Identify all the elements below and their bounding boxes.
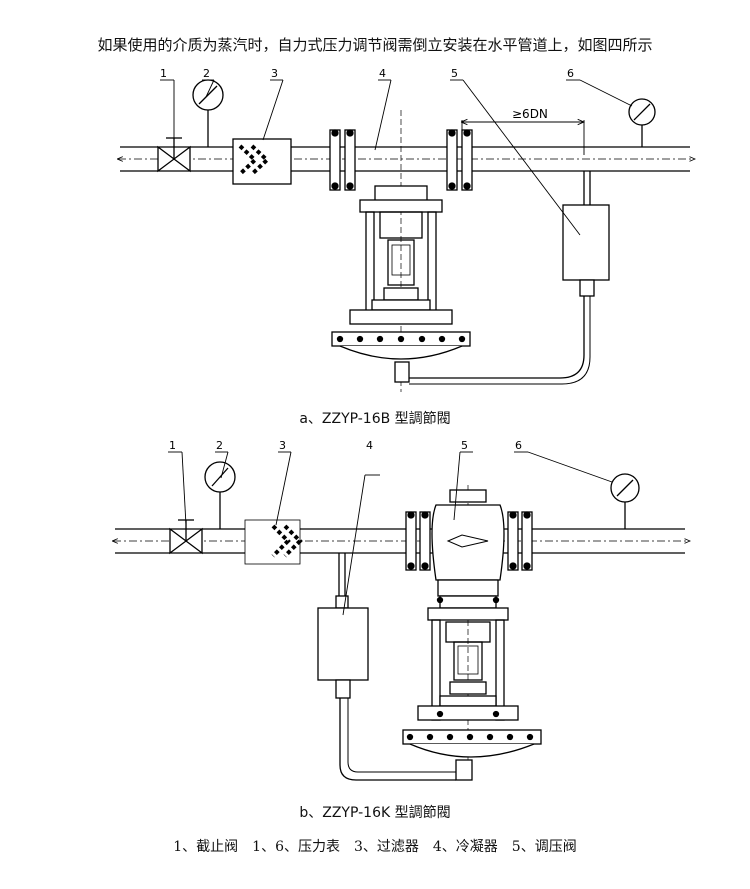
pipeline-a <box>118 146 695 172</box>
caption-a: a、ZZYP-16B 型調節閥 <box>299 411 451 427</box>
label-b-6: 6 <box>515 439 522 452</box>
label-b-1: 1 <box>169 439 176 452</box>
diagram-a: 1 2 3 4 5 6 ≥6DN <box>118 67 695 392</box>
leaders-a <box>160 79 633 236</box>
leaders-b <box>168 451 613 616</box>
header-note: 如果使用的介质为蒸汽时，自力式压力调节阀需倒立安装在水平管道上，如图四所示 <box>97 36 653 54</box>
filter-b <box>244 519 303 565</box>
caption-b: b、ZZYP-16K 型調節閥 <box>299 805 451 821</box>
pressure-gauge-a-2 <box>192 79 224 147</box>
label-b-5: 5 <box>461 439 468 452</box>
flanges-b <box>405 511 533 571</box>
pressure-gauge-b-2 <box>204 461 236 529</box>
label-a-4: 4 <box>379 67 386 80</box>
dimension-label: ≥6DN <box>512 107 548 121</box>
label-a-1: 1 <box>160 67 167 80</box>
impulse-tube-b <box>339 698 456 781</box>
pressure-gauge-b-6 <box>610 473 640 529</box>
impulse-tube-a <box>409 296 585 379</box>
condenser-b <box>317 553 369 699</box>
label-a-5: 5 <box>451 67 458 80</box>
regulating-valve-a <box>331 110 471 392</box>
regulating-valve-b <box>402 485 542 781</box>
label-b-4: 4 <box>366 439 373 452</box>
flanges-a <box>329 129 473 191</box>
legend: 1、截止阀 1、6、压力表 3、过滤器 4、冷凝器 5、调压阀 <box>173 839 577 855</box>
label-a-3: 3 <box>271 67 278 80</box>
label-b-3: 3 <box>279 439 286 452</box>
filter-a <box>232 138 292 185</box>
pressure-gauge-a-6 <box>628 98 656 147</box>
diagram-b: 1 2 3 4 5 6 <box>113 439 690 781</box>
condenser-a <box>562 171 610 297</box>
pipeline-b <box>113 528 690 554</box>
label-b-2: 2 <box>216 439 223 452</box>
label-a-2: 2 <box>203 67 210 80</box>
label-a-6: 6 <box>567 67 574 80</box>
dimension-6dn <box>462 120 584 155</box>
